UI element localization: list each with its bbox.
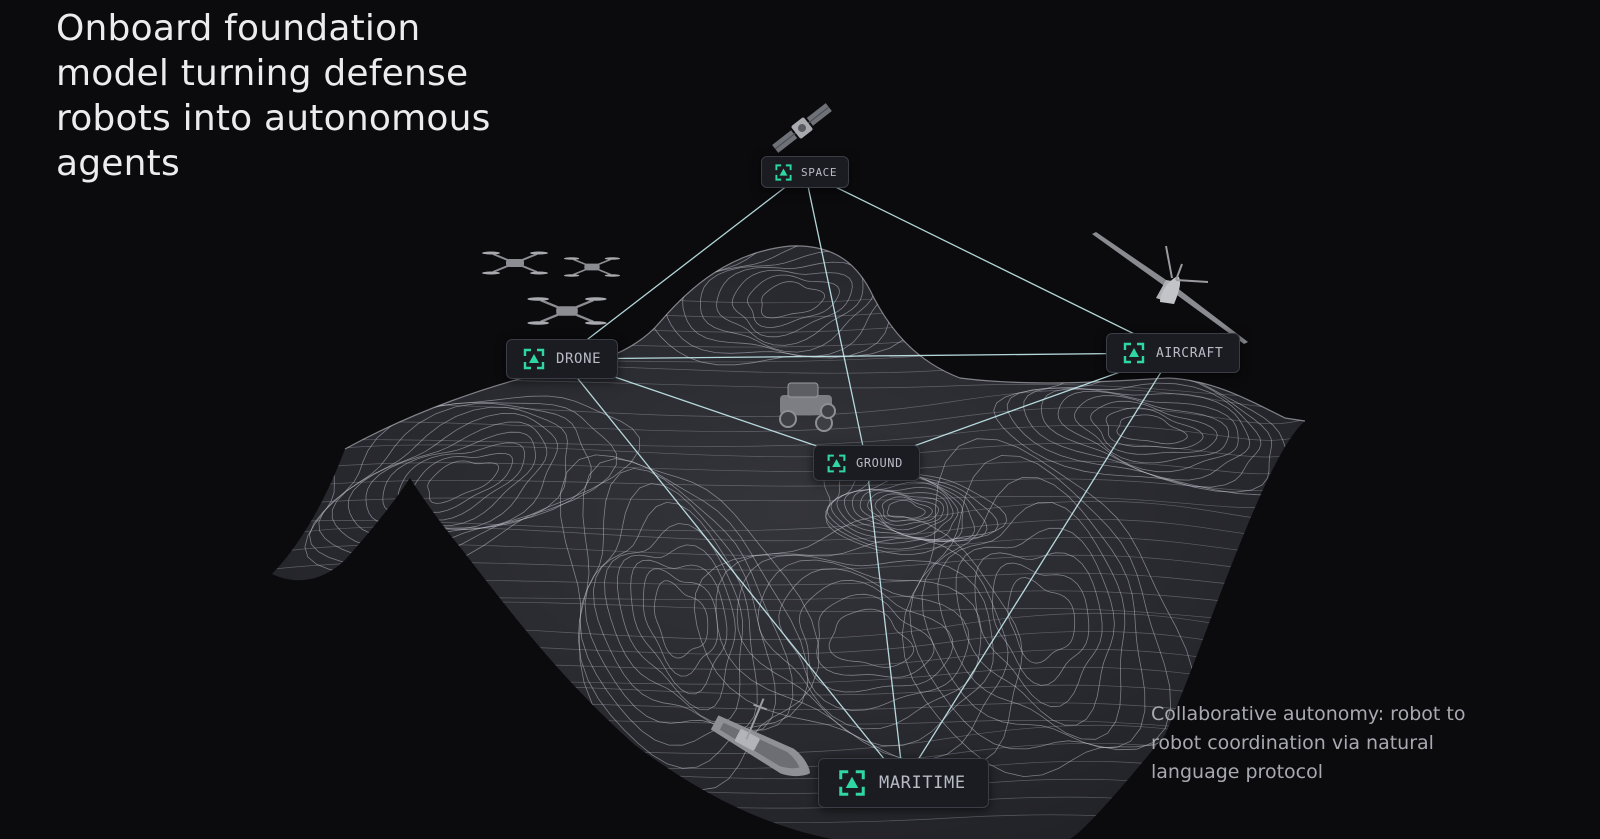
agent-node-icon [837, 768, 867, 798]
contour-line [1023, 382, 1262, 488]
contour-line [852, 486, 954, 539]
contour-line [1007, 577, 1076, 664]
contour-line [347, 412, 558, 536]
contour-line [1040, 388, 1251, 481]
contour-line [823, 465, 1008, 555]
contour-line [664, 245, 897, 359]
contour-line [1057, 391, 1239, 473]
contour-line [757, 559, 982, 730]
contour-line [682, 245, 887, 357]
node-label: SPACE [801, 165, 838, 179]
uav-aircraft-icon [1092, 232, 1248, 344]
agent-node-icon [774, 163, 793, 182]
quadcopter-icon [482, 251, 621, 325]
contour-line [616, 544, 736, 711]
link-space-ground [804, 171, 868, 464]
contour-line [272, 492, 1305, 509]
contour-line [828, 608, 914, 668]
contour-line [272, 476, 1305, 493]
node-label: MARITIME [879, 773, 966, 793]
contour-line [427, 460, 500, 504]
contour-line [974, 552, 1103, 708]
contour-line [577, 458, 809, 769]
contour-line [992, 562, 1090, 686]
contour-line [937, 502, 1126, 740]
contour-line [716, 261, 864, 346]
agent-node-icon [1122, 341, 1146, 365]
contour-line [859, 489, 949, 535]
contour-line [560, 454, 819, 791]
link-aircraft-maritime [902, 352, 1174, 784]
link-space-drone [561, 171, 806, 360]
terrain-surface [272, 245, 1305, 839]
contour-line [825, 466, 999, 550]
contour-line [318, 403, 592, 558]
agent-node-icon [826, 453, 847, 474]
contour-line [778, 568, 970, 711]
node-label: GROUND [856, 456, 903, 470]
contour-line [1116, 414, 1188, 445]
node-space[interactable]: SPACE [761, 156, 849, 188]
contour-line [746, 274, 840, 328]
link-drone-maritime [561, 358, 905, 784]
satellite-icon [772, 103, 832, 153]
contour-line [272, 425, 1305, 447]
contour-line [309, 401, 617, 568]
contour-line [579, 467, 794, 746]
contour-line [867, 491, 945, 531]
contour-line [304, 395, 640, 577]
contour-line [921, 477, 1146, 749]
node-maritime[interactable]: MARITIME [818, 758, 989, 808]
contour-line [630, 559, 728, 695]
node-drone[interactable]: DRONE [506, 339, 618, 379]
node-aircraft[interactable]: AIRCRAFT [1106, 333, 1240, 373]
contour-line [826, 468, 988, 544]
contour-line [816, 593, 935, 678]
contour-line [382, 431, 536, 527]
ground-vehicle-icon [779, 382, 836, 432]
node-label: DRONE [556, 351, 602, 367]
contour-line [836, 476, 964, 543]
agent-node-icon [522, 347, 546, 371]
contour-line [874, 493, 940, 526]
contour-line [1105, 407, 1204, 449]
contour-line [886, 499, 926, 519]
contour-line [736, 554, 994, 747]
link-drone-aircraft [561, 352, 1174, 360]
node-ground[interactable]: GROUND [813, 445, 920, 481]
contour-line [272, 406, 1305, 432]
headline: Onboard foundation model turning defense… [56, 8, 491, 184]
link-space-aircraft [804, 171, 1174, 354]
contour-line [731, 269, 853, 338]
contour-line [1006, 371, 1273, 493]
caption: Collaborative autonomy: robot to robot c… [1151, 703, 1466, 783]
contour-line [993, 361, 1296, 496]
link-ground-maritime [865, 462, 905, 784]
contour-line [365, 421, 548, 530]
contour-line [909, 455, 1172, 751]
contour-line [604, 523, 744, 723]
contour-line [1090, 400, 1218, 455]
contour-line [955, 527, 1115, 726]
node-label: AIRCRAFT [1156, 345, 1224, 361]
contour-line [642, 568, 719, 677]
contour-line [1073, 395, 1229, 464]
boat-icon [710, 698, 810, 777]
contour-line [761, 281, 826, 319]
